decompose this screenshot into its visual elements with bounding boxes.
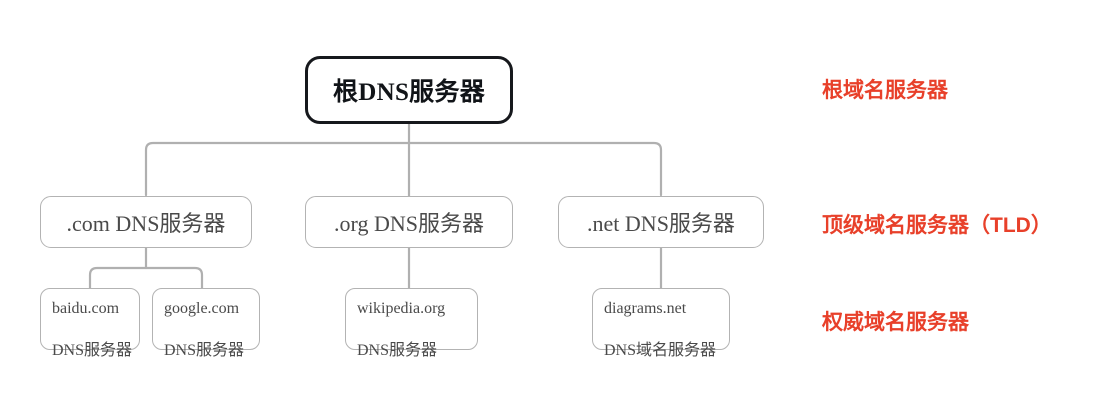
node-tld-com-label: .com DNS服务器 (66, 211, 226, 236)
leaf-line-2: DNS域名服务器 (604, 342, 717, 360)
node-authoritative-wikipedia-text: wikipedia.org DNS服务器 (357, 277, 445, 361)
node-authoritative-baidu-text: baidu.com DNS服务器 (52, 277, 132, 361)
node-tld-net[interactable]: .net DNS服务器 (558, 196, 764, 248)
node-authoritative-diagrams[interactable]: diagrams.net DNS域名服务器 (592, 288, 730, 359)
node-tld-com[interactable]: .com DNS服务器 (40, 196, 252, 248)
leaf-line-1: diagrams.net (604, 299, 687, 317)
leaf-line-2: DNS服务器 (357, 342, 438, 360)
node-tld-org-label: .org DNS服务器 (334, 211, 484, 236)
node-tld-org[interactable]: .org DNS服务器 (305, 196, 513, 248)
node-root-label: 根DNS服务器 (332, 79, 486, 106)
node-authoritative-google[interactable]: google.com DNS服务器 (152, 288, 260, 359)
leaf-line-1: google.com (164, 299, 240, 317)
node-authoritative-baidu[interactable]: baidu.com DNS服务器 (40, 288, 140, 359)
edge-com-bus (88, 266, 204, 290)
annotation-tld-level: 顶级域名服务器（TLD） (822, 214, 1052, 237)
node-authoritative-wikipedia[interactable]: wikipedia.org DNS服务器 (345, 288, 478, 359)
edge-root-bus (144, 141, 663, 197)
node-authoritative-google-text: google.com DNS服务器 (164, 277, 244, 361)
leaf-line-1: wikipedia.org (357, 299, 446, 317)
annotation-root-level: 根域名服务器 (822, 79, 948, 102)
annotation-authoritative-level: 权威域名服务器 (822, 311, 969, 334)
leaf-line-2: DNS服务器 (164, 342, 245, 360)
leaf-line-1: baidu.com (52, 299, 120, 317)
node-tld-net-label: .net DNS服务器 (587, 211, 735, 236)
leaf-line-2: DNS服务器 (52, 342, 133, 360)
node-authoritative-diagrams-text: diagrams.net DNS域名服务器 (604, 277, 716, 361)
node-root-dns-server[interactable]: 根DNS服务器 (305, 56, 513, 124)
